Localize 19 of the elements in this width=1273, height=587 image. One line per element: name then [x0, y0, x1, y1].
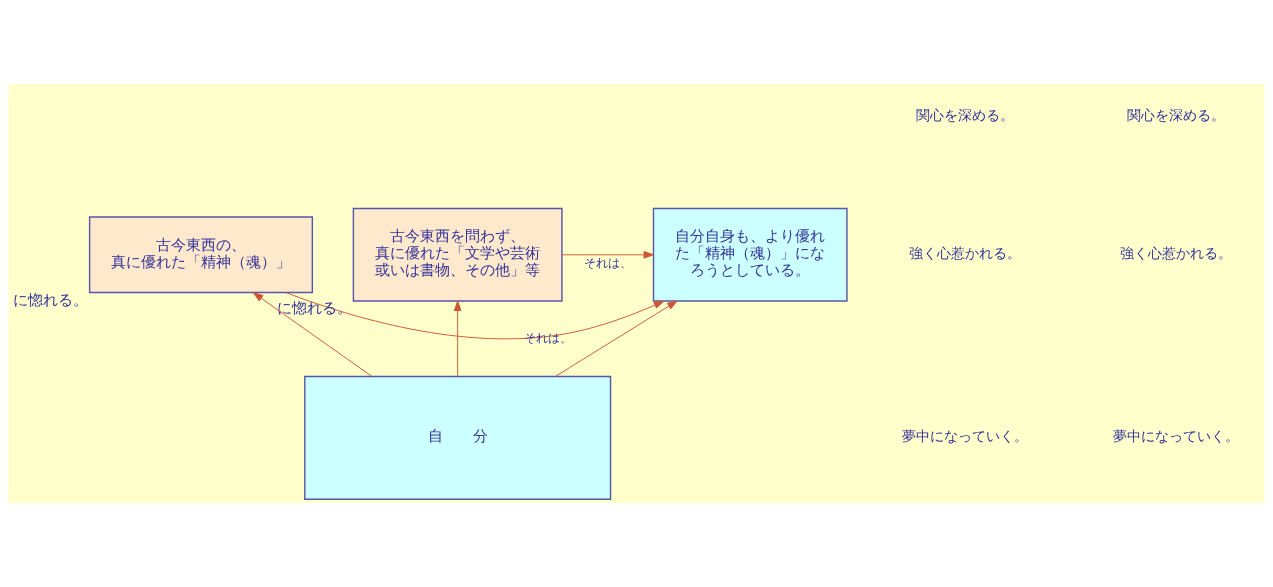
label: 強く心惹かれる。	[909, 245, 1022, 262]
edge-label: それは、	[524, 331, 573, 346]
arrow	[561, 251, 654, 259]
arrow	[555, 300, 678, 377]
label: 関心を深める。	[916, 106, 1015, 123]
node-box: 自 分	[304, 375, 612, 500]
label: 夢中になっていく。	[1112, 428, 1239, 445]
arrow	[453, 300, 462, 377]
label: 夢中になっていく。	[902, 428, 1029, 445]
node-label: に惚れる。	[277, 299, 353, 318]
label: 強く心惹かれる。	[1119, 245, 1232, 262]
node-box: 古今東西を問わず、 真に優れた「文学や芸術或いは書物、その他」等	[352, 207, 563, 302]
label: 関心を深める。	[1126, 106, 1225, 123]
edge-label: それは、	[583, 256, 632, 271]
node-box: 自分自身も、より優れた「精神（魂）」になろうとしている。	[652, 207, 848, 302]
arrow	[285, 292, 665, 340]
node-box: 古今東西の、 真に優れた「精神（魂）」	[88, 216, 314, 294]
arrow	[252, 292, 373, 377]
node-label: に惚れる。	[13, 290, 89, 309]
